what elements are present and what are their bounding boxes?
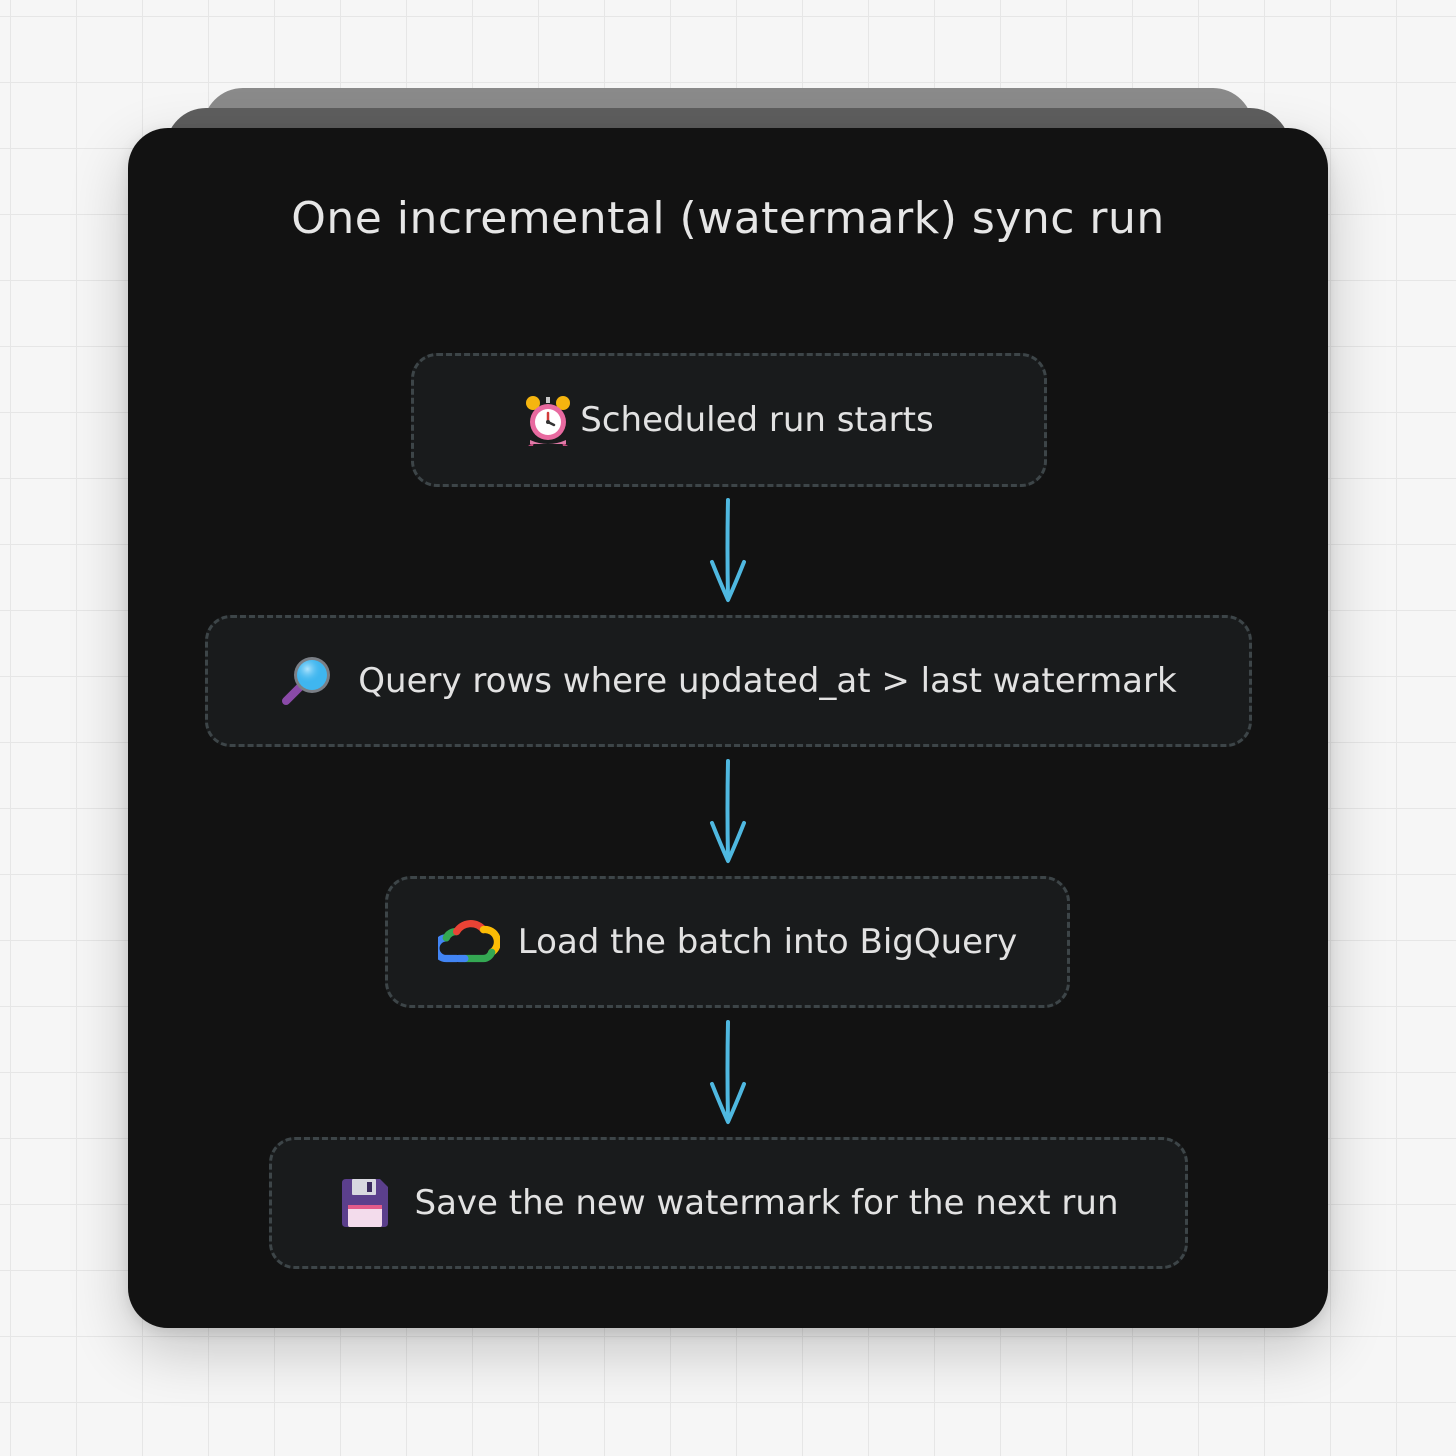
floppy-disk-icon xyxy=(342,1179,389,1227)
step-query-rows[interactable]: Query rows where updated_at > last water… xyxy=(205,615,1252,747)
diagram-card: One incremental (watermark) sync run Sch… xyxy=(128,128,1328,1328)
step-label: Query rows where updated_at > last water… xyxy=(358,661,1177,701)
step-label: Load the batch into BigQuery xyxy=(517,922,1018,962)
step-load-bigquery[interactable]: Load the batch into BigQuery xyxy=(385,876,1070,1008)
step-save-watermark[interactable]: Save the new watermark for the next run xyxy=(269,1137,1188,1269)
alarm-clock-icon xyxy=(526,396,571,446)
diagram-title: One incremental (watermark) sync run xyxy=(291,193,1165,244)
step-label: Scheduled run starts xyxy=(580,400,934,440)
flow-arrow xyxy=(710,759,746,863)
flow-arrow xyxy=(710,1020,746,1124)
step-scheduled-run-starts[interactable]: Scheduled run starts xyxy=(411,353,1047,487)
step-label: Save the new watermark for the next run xyxy=(414,1183,1119,1223)
magnifying-glass-icon xyxy=(282,657,331,705)
flow-arrow xyxy=(710,498,746,602)
google-cloud-icon xyxy=(437,920,500,963)
